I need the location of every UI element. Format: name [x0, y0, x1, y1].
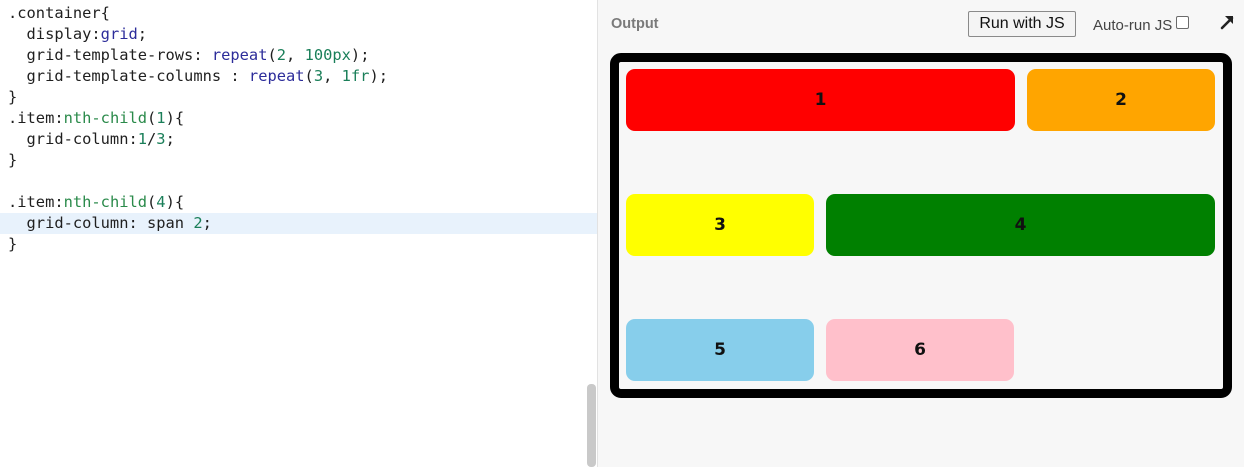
grid-item-5: 5 — [626, 319, 814, 381]
grid-item-label: 5 — [714, 340, 726, 360]
code-token: ); — [350, 46, 370, 64]
code-token: .item: — [8, 109, 64, 127]
grid-item-label: 6 — [914, 340, 926, 360]
grid-item-3: 3 — [626, 194, 814, 256]
grid-item-4: 4 — [826, 194, 1215, 256]
code-token: ; — [137, 25, 148, 43]
code-token: nth-child — [63, 193, 148, 211]
code-token: } — [8, 88, 18, 106]
code-token: 2 — [276, 46, 287, 64]
code-token: } — [8, 235, 18, 253]
grid-item-label: 2 — [1115, 90, 1127, 110]
output-preview-frame: 1 2 3 4 5 6 — [610, 53, 1232, 398]
code-token: 1fr — [341, 67, 370, 85]
code-token: / — [147, 130, 157, 148]
code-token: , — [323, 67, 342, 85]
grid-item-1: 1 — [626, 69, 1015, 131]
output-label: Output — [611, 16, 659, 32]
code-line[interactable]: grid-column:1/3; — [0, 129, 597, 150]
code-token: 4 — [156, 193, 166, 211]
grid-item-6: 6 — [826, 319, 1014, 381]
code-token: 1 — [137, 130, 148, 148]
code-token: , — [286, 46, 305, 64]
code-line[interactable]: grid-column: span 2; — [0, 213, 597, 234]
pane-divider[interactable] — [597, 0, 598, 467]
code-token: grid-template-columns : — [8, 67, 249, 85]
code-token: 2 — [193, 214, 203, 232]
code-token: grid-column: — [8, 130, 138, 148]
code-token: } — [8, 151, 18, 169]
code-token: ){ — [165, 109, 185, 127]
output-pane: Output Run with JS Auto-run JS 1 2 3 4 5… — [598, 0, 1244, 467]
code-token: repeat — [248, 67, 305, 85]
grid-item-label: 3 — [714, 215, 726, 235]
code-token: 100px — [304, 46, 351, 64]
code-line[interactable]: .item:nth-child(1){ — [0, 108, 597, 129]
code-line[interactable]: .item:nth-child(4){ — [0, 192, 597, 213]
code-token: ( — [147, 109, 157, 127]
code-line[interactable]: .container{ — [0, 3, 597, 24]
run-with-js-button[interactable]: Run with JS — [968, 11, 1076, 37]
code-token: display: — [8, 25, 101, 43]
code-token: repeat — [211, 46, 268, 64]
code-line[interactable] — [0, 171, 597, 192]
code-token: .item: — [8, 193, 64, 211]
code-line[interactable]: } — [0, 87, 597, 108]
code-token: 1 — [156, 109, 166, 127]
code-token: ; — [202, 214, 212, 232]
grid-item-label: 1 — [814, 90, 827, 110]
code-token: 3 — [313, 67, 324, 85]
code-token: ( — [304, 67, 314, 85]
code-token: ( — [267, 46, 277, 64]
auto-run-label: Auto-run JS — [1093, 16, 1173, 34]
code-token: ; — [165, 130, 175, 148]
code-token: ( — [147, 193, 157, 211]
code-token: .container{ — [8, 4, 110, 22]
code-line[interactable]: grid-template-columns : repeat(3, 1fr); — [0, 66, 597, 87]
grid-item-label: 4 — [1014, 215, 1027, 235]
code-line[interactable]: grid-template-rows: repeat(2, 100px); — [0, 45, 597, 66]
code-editor[interactable]: .container{ display:grid; grid-template-… — [0, 0, 597, 467]
code-token: ){ — [165, 193, 185, 211]
code-token: grid-template-rows: — [8, 46, 212, 64]
grid-item-2: 2 — [1027, 69, 1215, 131]
auto-run-checkbox[interactable] — [1176, 15, 1190, 29]
code-token: grid — [100, 25, 138, 43]
auto-run-toggle[interactable]: Auto-run JS — [1093, 15, 1190, 35]
code-line[interactable]: } — [0, 150, 597, 171]
editor-scrollbar[interactable] — [587, 384, 596, 467]
code-line[interactable]: display:grid; — [0, 24, 597, 45]
code-token: grid-column: span — [8, 214, 194, 232]
code-line[interactable]: } — [0, 234, 597, 255]
code-token: 3 — [156, 130, 166, 148]
expand-icon[interactable] — [1218, 13, 1236, 31]
code-token: ); — [369, 67, 388, 85]
code-token: nth-child — [63, 109, 148, 127]
